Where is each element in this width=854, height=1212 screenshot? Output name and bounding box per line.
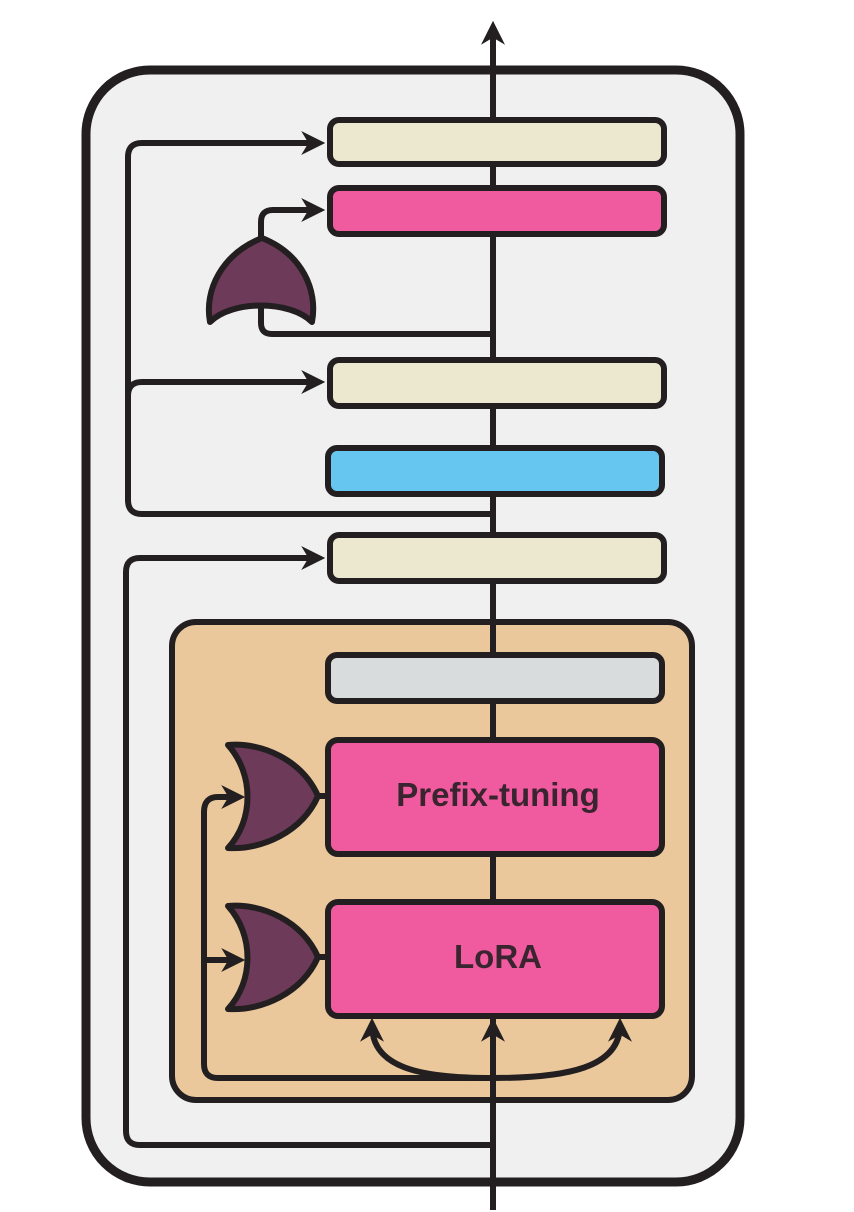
add-norm-box-top <box>327 117 667 167</box>
adapter-gate-input-wire <box>258 302 493 337</box>
lora-input-arrow-left <box>360 1017 494 1081</box>
adapter-gate-output-wire <box>258 198 326 240</box>
adapter-gate-icon <box>205 235 317 325</box>
attention-box <box>325 652 665 704</box>
feed-forward-box <box>325 445 665 497</box>
skip-connection-mid-top <box>125 131 493 517</box>
lora-label: LoRA <box>454 938 542 975</box>
lora-gate-icon <box>225 902 321 1013</box>
pelt-gate-input-wire <box>201 785 493 1081</box>
adapter-box <box>327 185 667 237</box>
skip-connection-bottom <box>123 546 493 1148</box>
add-norm-box-middle <box>327 357 667 409</box>
add-norm-box-bottom <box>327 532 667 584</box>
prefix-tuning-gate-icon <box>225 741 321 852</box>
prefix-tuning-label: Prefix-tuning <box>396 776 600 813</box>
lora-input-arrow-right <box>492 1017 632 1081</box>
skip-connection-mid-middle <box>125 370 326 414</box>
